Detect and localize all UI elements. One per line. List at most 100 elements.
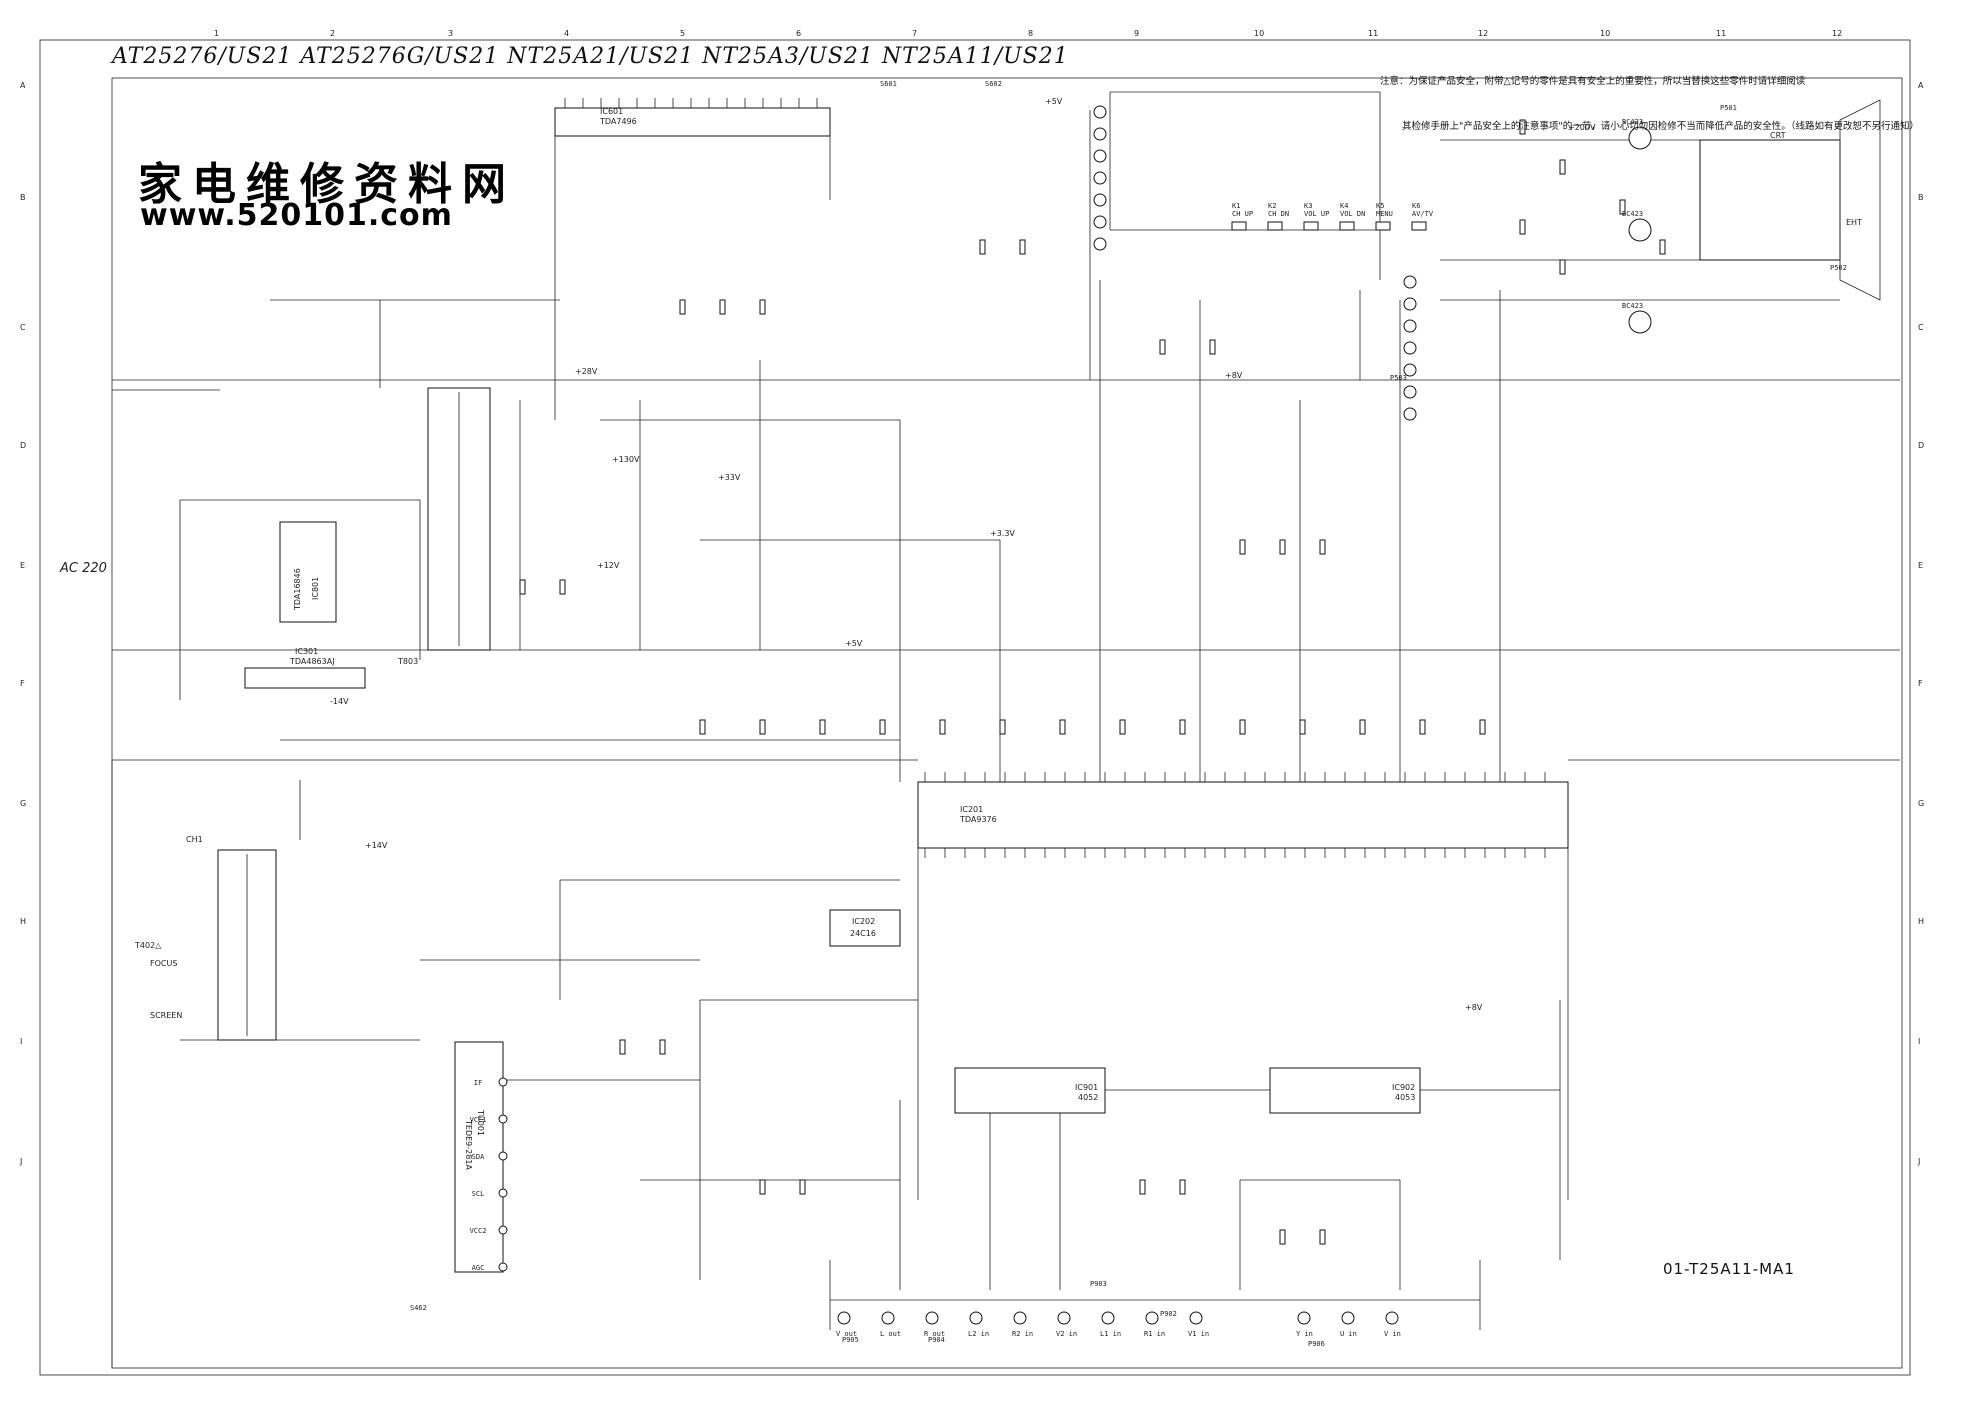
resistor — [1119, 719, 1126, 735]
resistor — [1299, 719, 1306, 735]
tuner-pin — [498, 1151, 508, 1161]
top-ruler-number: 11 — [1368, 29, 1378, 38]
crt-socket: CRT EHT — [1699, 99, 1881, 301]
resistor — [1019, 239, 1026, 255]
key-ref: K6 — [1412, 202, 1420, 210]
top-ruler-number: 10 — [1600, 29, 1610, 38]
av-jack-label: R1 in — [1144, 1330, 1165, 1338]
ac-input-label: AC 220 — [59, 561, 107, 576]
av-jack — [969, 1311, 983, 1325]
key-switch — [1339, 221, 1355, 231]
av-jack-label: V out — [836, 1330, 857, 1338]
tuner-pin — [498, 1188, 508, 1198]
right-ruler-letter: D — [1918, 441, 1924, 450]
crt-label: CRT — [1770, 131, 1786, 140]
resistor — [759, 719, 766, 735]
ic601-block: IC601 TDA7496 — [554, 107, 831, 137]
key-label: VOL DN — [1340, 210, 1365, 218]
ic902-block: IC902 4053 — [1269, 1067, 1421, 1114]
video-transistor-label: BC423 — [1622, 118, 1643, 126]
resistor — [1359, 719, 1366, 735]
ic902-ref: IC902 — [1392, 1083, 1415, 1092]
rail-plus28-a: +28V — [575, 367, 598, 376]
connector-pin — [1093, 237, 1107, 251]
t803-transformer: T803 — [397, 387, 491, 666]
right-ruler-letter: F — [1918, 679, 1923, 688]
focus-label: FOCUS — [150, 959, 177, 968]
ic202-part: 24C16 — [850, 929, 876, 938]
key-switch — [1231, 221, 1247, 231]
top-ruler-number: 12 — [1478, 29, 1488, 38]
av-jack-label: L out — [880, 1330, 901, 1338]
tuner-pin — [498, 1225, 508, 1235]
ic801-part: TDA16846 — [293, 568, 302, 611]
resistor — [1059, 719, 1066, 735]
key-label: AV/TV — [1412, 210, 1434, 218]
resistor — [999, 719, 1006, 735]
watermark-url: www.520101.com — [140, 198, 453, 233]
av-jack-label: L1 in — [1100, 1330, 1121, 1338]
av-jack — [837, 1311, 851, 1325]
ic201-block: IC201 TDA9376 — [917, 781, 1569, 849]
rail-plus8-a: +8V — [1225, 371, 1243, 380]
left-ruler-letter: I — [20, 1037, 22, 1046]
rail-plus130-a: +130V — [612, 455, 640, 464]
rail-plus33v-a: +33V — [718, 473, 741, 482]
safety-note: 注意：为保证产品安全，附带△记号的零件是具有安全上的重要性，所以当替换这些零件时… — [1380, 44, 1919, 164]
rail-plus200-a: +200V — [1568, 123, 1596, 132]
key-ref: K3 — [1304, 202, 1312, 210]
right-ruler-letter: I — [1918, 1037, 1920, 1046]
video-transistor-label: BC423 — [1622, 210, 1643, 218]
connector-label: S601 — [880, 80, 897, 88]
rail-plus14-a: +14V — [365, 841, 388, 850]
resistor — [799, 1179, 806, 1195]
top-ruler-number: 12 — [1832, 29, 1842, 38]
top-ruler-number: 6 — [796, 29, 801, 38]
av-jack-label: V1 in — [1188, 1330, 1209, 1338]
connector-pin — [1403, 407, 1417, 421]
right-ruler-letter: E — [1918, 561, 1923, 570]
resistor — [1319, 539, 1326, 555]
connector-pin — [1403, 319, 1417, 333]
resistor — [1559, 259, 1566, 275]
tuner-pin — [498, 1077, 508, 1087]
av-jack-label: L2 in — [968, 1330, 989, 1338]
tuner-block: TU001 TEDE9-281A — [454, 1041, 504, 1273]
left-ruler-letter: F — [20, 679, 25, 688]
connector-label: P502 — [1830, 264, 1847, 272]
outer-frame — [39, 39, 1911, 1376]
resistor — [1479, 719, 1486, 735]
watermark-title: 家电维修资料网 — [138, 159, 516, 210]
rail-plus33-a: +3.3V — [990, 529, 1015, 538]
tuner-part: TEDE9-281A — [464, 1119, 473, 1170]
connector-label: P904 — [928, 1336, 945, 1344]
tuner-pin-label: SDA — [472, 1153, 485, 1161]
right-ruler-letter: G — [1918, 799, 1924, 808]
resistor — [1209, 339, 1216, 355]
av-jack-label: Y in — [1296, 1330, 1313, 1338]
connector-pin — [1093, 149, 1107, 163]
t803-label: T803 — [397, 657, 418, 666]
rail-plus8-b: +8V — [1465, 1003, 1483, 1012]
top-ruler-number: 11 — [1716, 29, 1726, 38]
key-ref: K2 — [1268, 202, 1276, 210]
right-ruler-letter: A — [1918, 81, 1924, 90]
resistor — [519, 579, 526, 595]
resistor — [879, 719, 886, 735]
ic801-ref: IC801 — [311, 577, 320, 600]
video-output-transistor — [1628, 310, 1652, 334]
connector-pin — [1403, 275, 1417, 289]
ic901-part: 4052 — [1078, 1093, 1098, 1102]
safety-note-line-2: 其检修手册上"产品安全上的注意事项"的一节，请小心切勿因检修不当而降低产品的安全… — [1402, 121, 1919, 132]
ic301-part: TDA4863AJ — [289, 657, 335, 666]
resistor — [1419, 719, 1426, 735]
tuner-pin-label: VCC1 — [470, 1116, 487, 1124]
connector-label: P903 — [1090, 1280, 1107, 1288]
left-ruler-letter: G — [20, 799, 26, 808]
tuner-ref: TU001 — [476, 1109, 485, 1136]
top-ruler-number: 10 — [1254, 29, 1264, 38]
